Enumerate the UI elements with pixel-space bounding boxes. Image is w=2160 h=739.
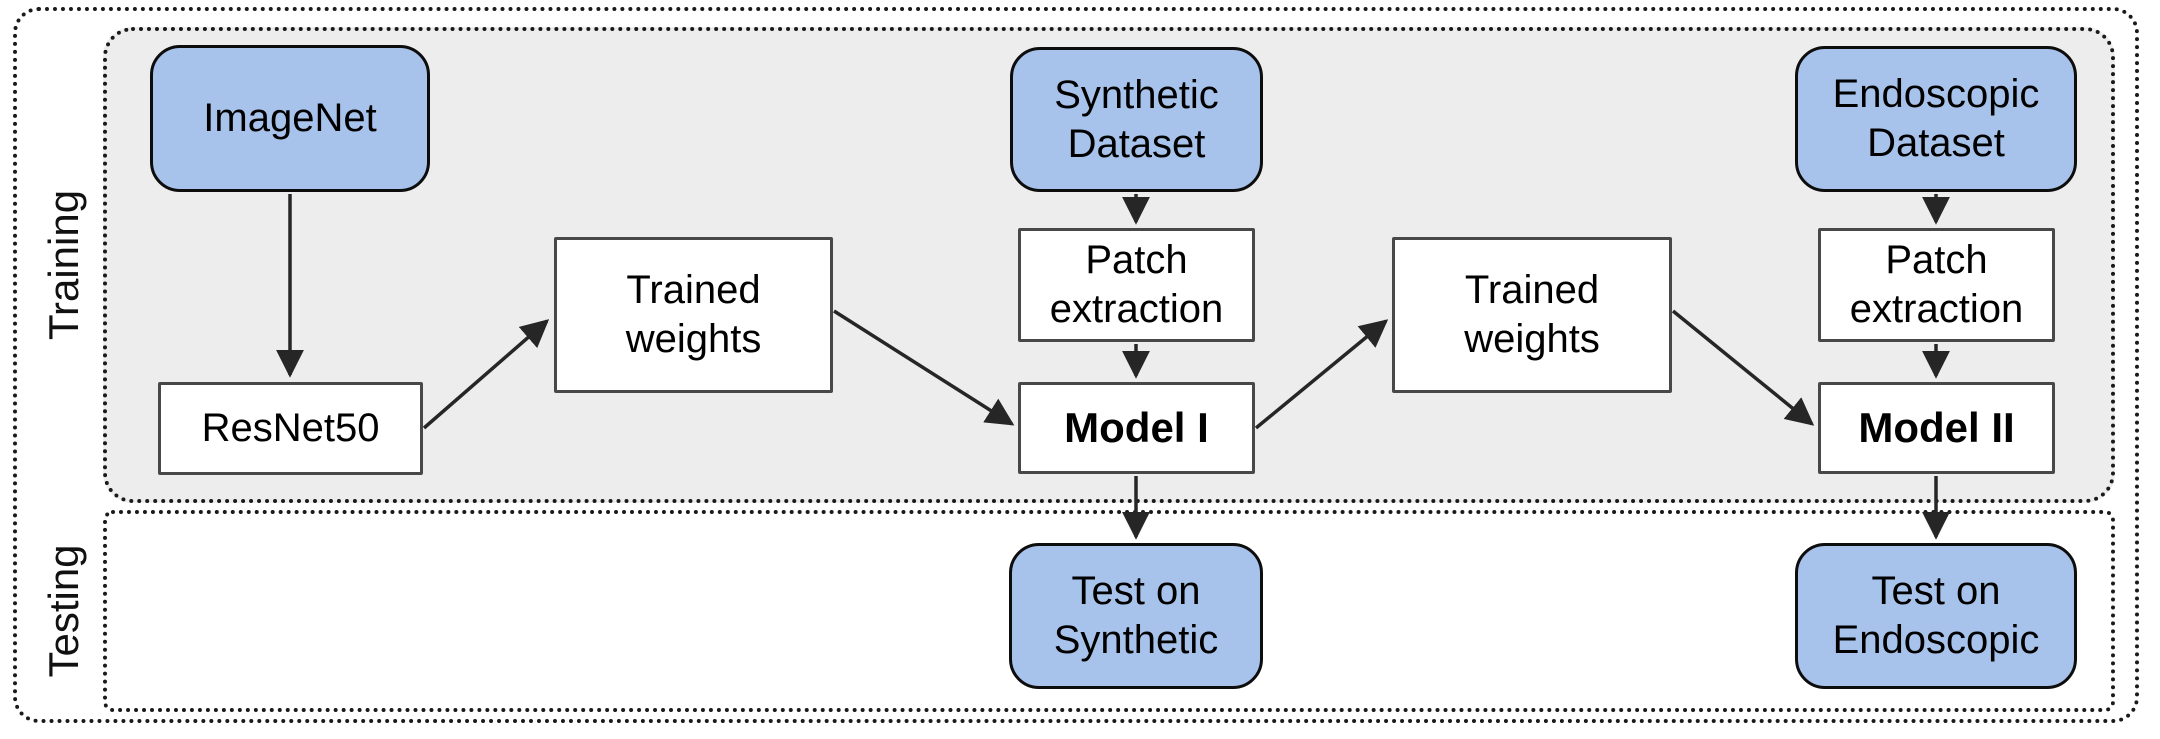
- node-resnet50-label: ResNet50: [201, 406, 380, 451]
- node-resnet50: ResNet50: [158, 382, 423, 475]
- node-trained-weights-1-label: Trained weights: [625, 268, 762, 361]
- node-trained-weights-2-label: Trained weights: [1464, 268, 1600, 361]
- node-model-1: Model I: [1018, 382, 1255, 474]
- outer-dotted-frame: [13, 7, 2139, 723]
- node-endoscopic-dataset-label: Endoscopic Dataset: [1832, 72, 2040, 165]
- training-region-label: Training: [40, 189, 87, 341]
- node-patch-extraction-1-label: Patch extraction: [1049, 238, 1224, 331]
- node-test-on-synthetic: Test on Synthetic: [1009, 543, 1263, 689]
- node-test-on-endoscopic: Test on Endoscopic: [1795, 543, 2077, 689]
- testing-region-label: Testing: [40, 544, 87, 678]
- node-patch-extraction-2: Patch extraction: [1818, 228, 2055, 342]
- node-trained-weights-2: Trained weights: [1392, 237, 1672, 393]
- node-synthetic-dataset: Synthetic Dataset: [1010, 47, 1263, 192]
- node-patch-extraction-1: Patch extraction: [1018, 228, 1255, 342]
- node-imagenet: ImageNet: [150, 45, 430, 192]
- node-test-on-endoscopic-label: Test on Endoscopic: [1832, 569, 2040, 662]
- node-model-2: Model II: [1818, 382, 2055, 474]
- node-model-2-label: Model II: [1858, 404, 2015, 452]
- node-trained-weights-1: Trained weights: [554, 237, 833, 393]
- node-imagenet-label: ImageNet: [203, 96, 377, 141]
- node-model-1-label: Model I: [1064, 404, 1209, 452]
- node-synthetic-dataset-label: Synthetic Dataset: [1054, 72, 1219, 166]
- node-endoscopic-dataset: Endoscopic Dataset: [1795, 46, 2077, 192]
- node-patch-extraction-2-label: Patch extraction: [1849, 238, 2024, 331]
- node-test-on-synthetic-label: Test on Synthetic: [1053, 569, 1219, 662]
